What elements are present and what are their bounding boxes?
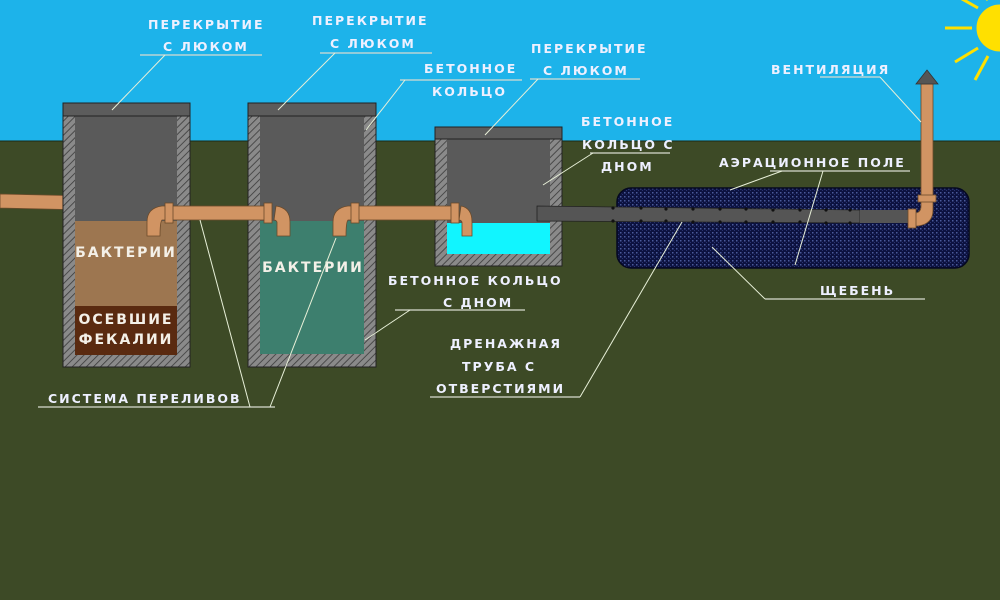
- tank-1-bacteria-label: БАКТЕРИИ: [75, 245, 177, 261]
- ring-label-line-2: КОЛЬЦО: [432, 84, 507, 99]
- lid-1-label-line-2: С ЛЮКОМ: [163, 39, 249, 54]
- ring-bottom-label-2: С ДНОМ: [443, 295, 513, 310]
- vent-cap-icon: [915, 69, 939, 85]
- overflow-system-label: СИСТЕМА ПЕРЕЛИВОВ: [48, 391, 242, 406]
- tank-2-bacteria-label: БАКТЕРИИ: [262, 260, 364, 276]
- ring-bottom-top-label-1: БЕТОННОЕ: [581, 114, 674, 129]
- lid-2-label-line-2: С ЛЮКОМ: [330, 36, 416, 51]
- tank-2-lid: [247, 102, 377, 117]
- drain-pipe-label-1: ДРЕНАЖНАЯ: [450, 336, 562, 351]
- tank-1-sediment-label-1: ОСЕВШИЕ: [79, 312, 174, 328]
- ring-label-line-1: БЕТОННОЕ: [424, 61, 517, 76]
- gravel-label: ЩЕБЕНЬ: [820, 283, 895, 298]
- tank-3-lid: [434, 126, 563, 140]
- lid-2-label-line-1: ПЕРЕКРЫТИЕ: [312, 13, 429, 28]
- ventilation-pipe: [907, 69, 939, 229]
- drain-pipe: [536, 205, 910, 225]
- tank-3: [434, 126, 563, 267]
- sun-icon: [945, 0, 1000, 81]
- ventilation-label: ВЕНТИЛЯЦИЯ: [771, 62, 890, 77]
- tank-1: БАКТЕРИИ ОСЕВШИЕ ФЕКАЛИИ: [62, 102, 191, 368]
- ring-bottom-label-1: БЕТОННОЕ КОЛЬЦО: [388, 273, 563, 288]
- drain-pipe-label-3: ОТВЕРСТИЯМИ: [436, 381, 565, 396]
- leader-lines: [38, 52, 925, 408]
- tank-1-lid: [62, 102, 191, 117]
- ring-bottom-top-label-2: КОЛЬЦО С: [582, 137, 675, 152]
- lid-3-label-line-1: ПЕРЕКРЫТИЕ: [531, 41, 648, 56]
- overflow-pipes: [146, 202, 473, 237]
- tank-1-sediment-label-2: ФЕКАЛИИ: [79, 332, 174, 348]
- aeration-field-label: АЭРАЦИОННОЕ ПОЛЕ: [719, 155, 906, 170]
- drain-pipe-label-2: ТРУБА С: [462, 359, 536, 374]
- lid-3-label-line-2: С ЛЮКОМ: [543, 63, 629, 78]
- tank-2: БАКТЕРИИ: [247, 102, 377, 368]
- lid-1-label-line-1: ПЕРЕКРЫТИЕ: [148, 17, 265, 32]
- ring-bottom-top-label-3: ДНОМ: [601, 159, 654, 174]
